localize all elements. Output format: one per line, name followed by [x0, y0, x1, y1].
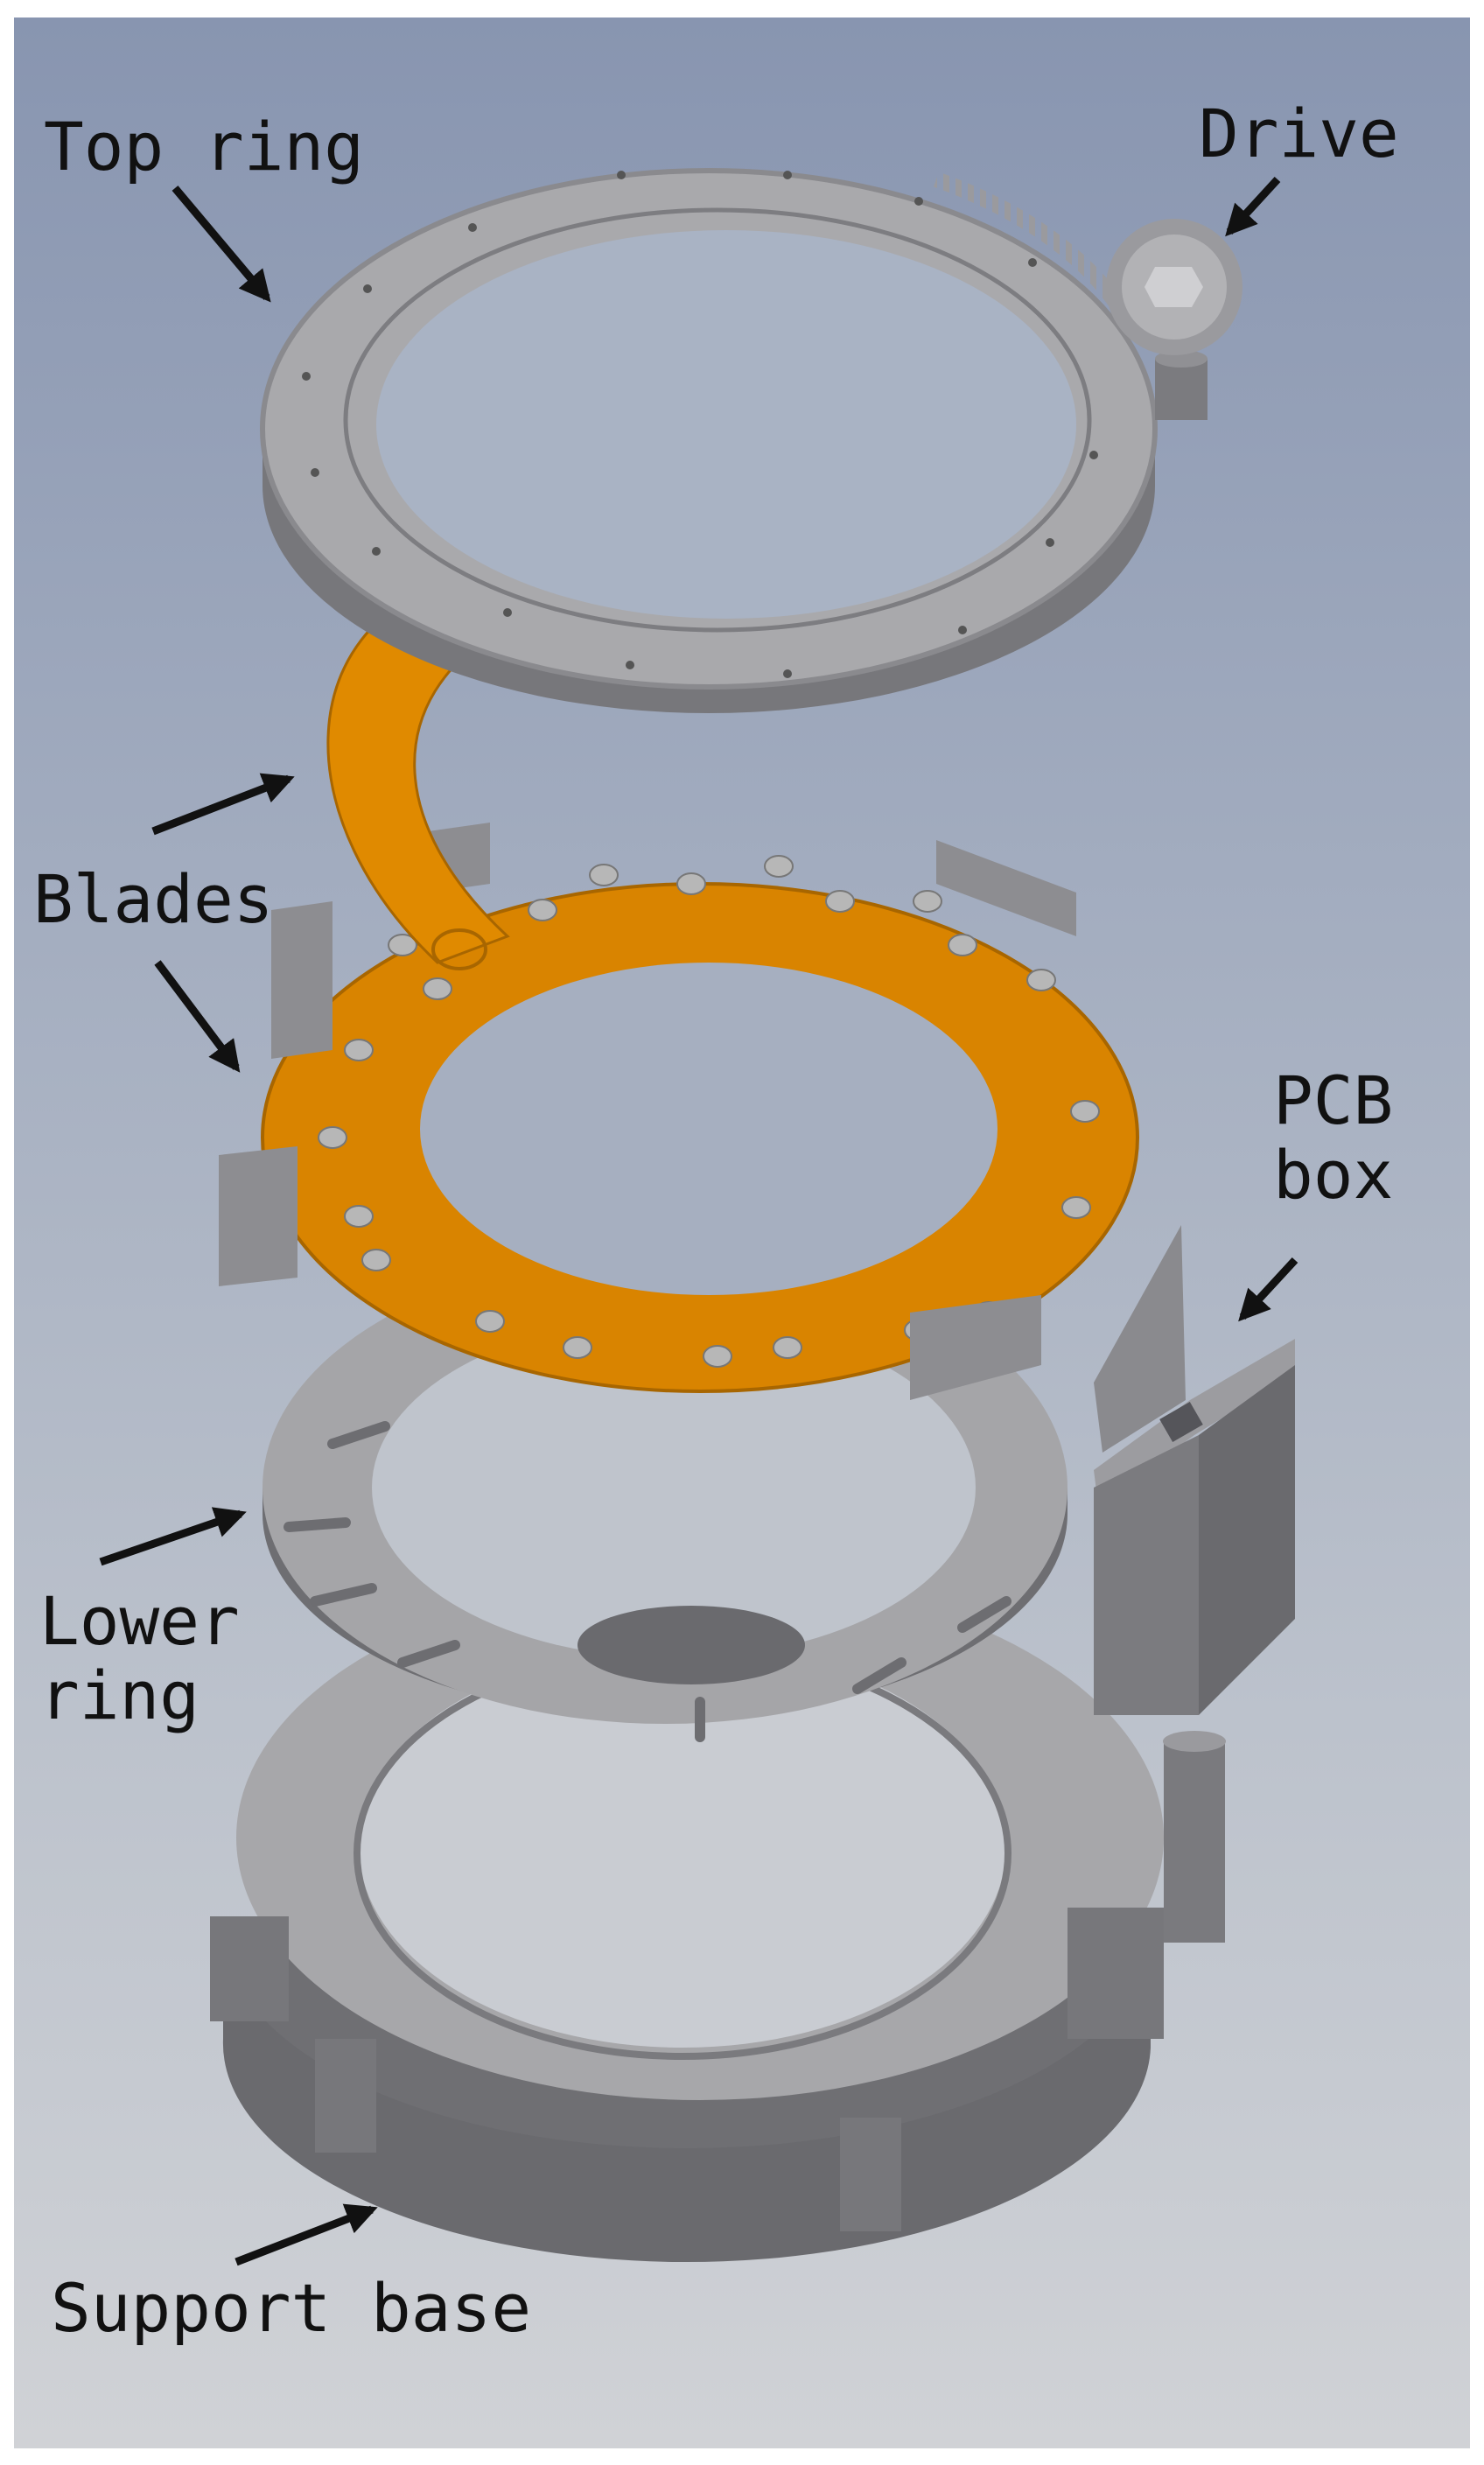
- drive-gear: [1106, 219, 1242, 420]
- blade-holder-blocks: [219, 823, 1076, 1400]
- arrow-blades-upper: [151, 773, 295, 836]
- label-pcb-box-line1: PCB: [1273, 1061, 1394, 1139]
- blades: [261, 855, 1139, 1393]
- arrow-top-ring: [172, 186, 271, 303]
- label-lower-ring-line1: Lower: [39, 1582, 240, 1660]
- label-lower-ring-line2: ring: [39, 1656, 200, 1735]
- top-ring: [260, 168, 1158, 713]
- label-top-ring: Top ring: [44, 108, 365, 186]
- arrow-drive: [1225, 176, 1281, 237]
- support-base: [210, 1575, 1226, 2263]
- arrow-support-base: [234, 2203, 378, 2266]
- label-pcb-box-line2: box: [1273, 1136, 1394, 1215]
- arrow-lower-ring: [99, 1507, 247, 1566]
- label-pcb-box: PCB box: [1273, 1063, 1393, 1212]
- label-lower-ring: Lower ring: [39, 1584, 240, 1733]
- label-drive: Drive: [1199, 95, 1399, 172]
- arrow-pcb-box: [1238, 1257, 1298, 1322]
- pcb-box: [1094, 1225, 1295, 1715]
- label-blades: Blades: [33, 860, 274, 938]
- arrow-blades-lower: [154, 960, 241, 1073]
- label-support-base: Support base: [51, 2269, 532, 2347]
- callout-arrows: [99, 176, 1298, 2266]
